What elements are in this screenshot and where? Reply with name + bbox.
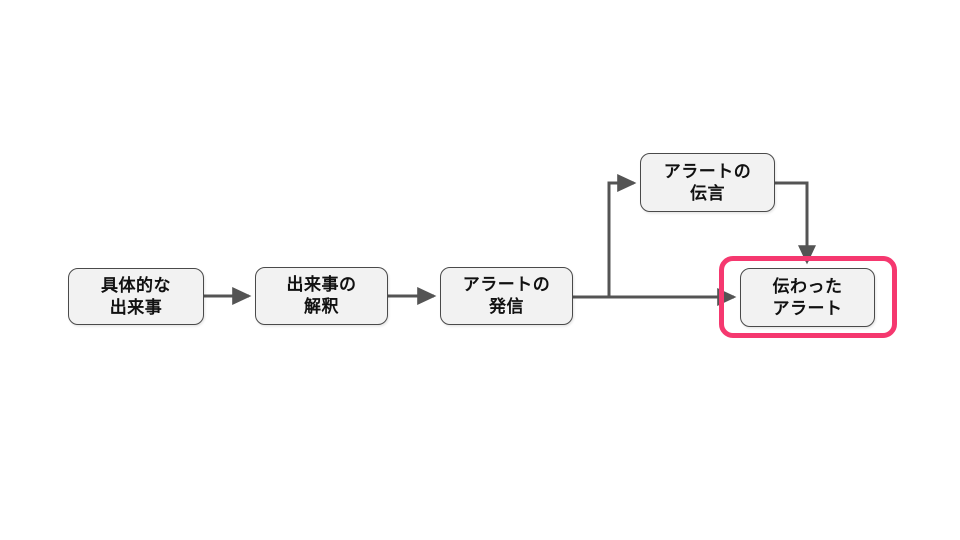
- node-label-line: 出来事の: [286, 275, 357, 294]
- node-label-line: 具体的な: [101, 275, 171, 295]
- node-label-line: アラート: [772, 298, 843, 318]
- node-alert-sending: アラートの 発信: [440, 267, 573, 325]
- node-event-interpretation: 出来事の 解釈: [255, 267, 388, 325]
- node-alert-received: 伝わった アラート: [740, 268, 875, 327]
- node-label-line: 伝言: [690, 183, 725, 203]
- node-label-line: 伝わった: [772, 276, 843, 296]
- connector-relay-to-received: [775, 181, 816, 265]
- node-label-line: 発信: [489, 297, 524, 316]
- node-label-line: アラートの: [663, 161, 752, 181]
- connector-sending-to-relay: [607, 174, 637, 297]
- node-label-line: 解釈: [304, 297, 339, 316]
- node-alert-relay: アラートの 伝言: [640, 153, 775, 212]
- node-label-line: アラートの: [462, 275, 551, 294]
- node-label-line: 出来事: [109, 297, 163, 317]
- node-concrete-event: 具体的な 出来事: [68, 268, 204, 325]
